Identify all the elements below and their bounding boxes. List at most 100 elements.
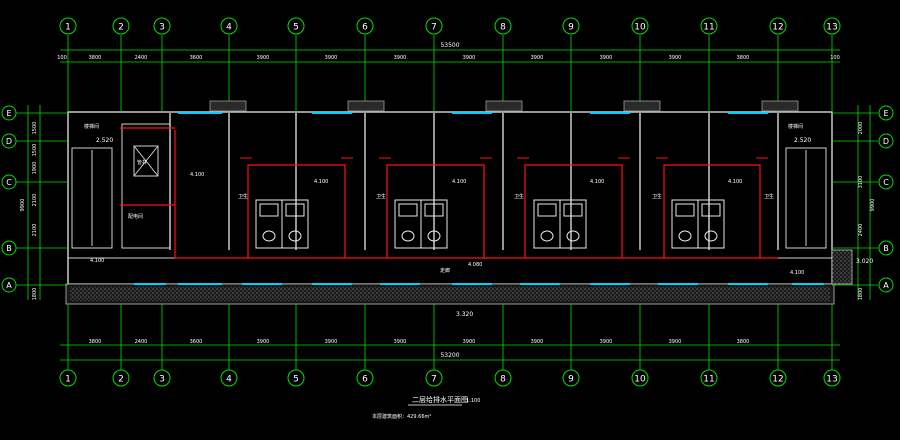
axis-bubble xyxy=(112,369,130,387)
row-bubble xyxy=(878,133,894,149)
axis-label: 6 xyxy=(362,23,368,33)
unit-level: 4.100 xyxy=(590,179,604,185)
unit-level: 4.100 xyxy=(190,172,204,178)
corridor-level: 4.080 xyxy=(468,262,482,268)
dim-text-bottom: 3600 xyxy=(190,339,203,345)
dim-text-top: 3900 xyxy=(257,55,270,61)
unit-level: 4.100 xyxy=(314,179,328,185)
axis-bubble xyxy=(823,369,841,387)
dim-text-right: 2400 xyxy=(858,224,864,237)
axis-label: 6 xyxy=(362,375,368,385)
dim-text-top: 3900 xyxy=(669,55,682,61)
axis-label: 8 xyxy=(500,23,506,33)
toilet xyxy=(566,230,580,242)
row-bubble xyxy=(1,133,17,149)
toilet xyxy=(401,230,415,242)
toilet xyxy=(262,230,276,242)
axis-label: 11 xyxy=(703,375,714,385)
axis-label: 5 xyxy=(293,375,299,385)
row-label: A xyxy=(883,281,889,290)
axis-label: 2 xyxy=(118,375,124,385)
row-label: C xyxy=(883,178,889,187)
dim-text-right: 1800 xyxy=(858,288,864,301)
shaft-label: 管井 xyxy=(137,159,147,166)
wash-basin xyxy=(701,203,721,217)
toilet xyxy=(704,230,718,242)
bath-label: 卫生 xyxy=(652,193,662,200)
equipment-label: 配电间 xyxy=(128,213,143,220)
branch-pipe xyxy=(524,164,623,258)
dim-text-bottom: 3900 xyxy=(325,339,338,345)
bath-label: 卫生 xyxy=(514,193,524,200)
dim-text-top: 3800 xyxy=(89,55,102,61)
row-bubble xyxy=(878,240,894,256)
dim-text-top: 100 xyxy=(57,55,67,61)
row-bubble xyxy=(1,174,17,190)
toilet xyxy=(288,230,302,242)
branch-pipe xyxy=(247,164,346,258)
axis-bubble xyxy=(356,17,374,35)
dim-text-top: 100 xyxy=(830,55,840,61)
axis-bubble xyxy=(59,369,77,387)
axis-label: 8 xyxy=(500,375,506,385)
toilet xyxy=(678,230,692,242)
axis-bubble xyxy=(700,17,718,35)
axis-label: 13 xyxy=(826,375,837,385)
row-label: B xyxy=(883,244,889,253)
axis-bubble xyxy=(562,369,580,387)
branch-pipe xyxy=(663,164,761,258)
unit-level: 4.100 xyxy=(452,179,466,185)
axis-label: 12 xyxy=(772,375,783,385)
row-label: C xyxy=(6,178,12,187)
axis-bubble xyxy=(700,369,718,387)
area-note: 本层建筑面积：429.66m² xyxy=(372,413,431,420)
row-bubble xyxy=(878,105,894,121)
floor-label-bottom: 3.320 xyxy=(456,311,473,318)
row-label: D xyxy=(883,137,889,146)
left-room-level: 4.100 xyxy=(90,258,104,264)
dim-text-top: 3800 xyxy=(737,55,750,61)
wash-basin xyxy=(398,203,418,217)
balcony-grate xyxy=(209,100,247,112)
axis-bubble xyxy=(769,17,787,35)
axis-bubble xyxy=(153,17,171,35)
dim-total-left: 9900 xyxy=(20,199,26,212)
branch-pipe xyxy=(386,164,485,258)
axis-bubble xyxy=(823,17,841,35)
dim-text-left: 1800 xyxy=(32,288,38,301)
axis-label: 4 xyxy=(226,23,232,33)
stair-left-level: 2.520 xyxy=(96,137,113,144)
axis-bubble xyxy=(494,17,512,35)
building-outline xyxy=(65,111,853,305)
dim-text-left: 2100 xyxy=(32,194,38,207)
axis-label: 4 xyxy=(226,375,232,385)
stair-left-name: 楼梯间 xyxy=(84,123,99,130)
row-label: A xyxy=(6,281,12,290)
axis-label: 9 xyxy=(568,375,574,385)
dim-total-right: 9900 xyxy=(870,199,876,212)
bath-label: 卫生 xyxy=(764,193,774,200)
axis-bubble xyxy=(425,369,443,387)
dim-text-bottom: 3900 xyxy=(531,339,544,345)
axis-bubble xyxy=(287,17,305,35)
dim-text-bottom: 3900 xyxy=(669,339,682,345)
axis-bubble xyxy=(631,17,649,35)
dim-text-bottom: 3900 xyxy=(394,339,407,345)
wash-basin xyxy=(285,203,305,217)
axis-label: 9 xyxy=(568,23,574,33)
wash-basin xyxy=(675,203,695,217)
axis-bubble xyxy=(494,369,512,387)
axis-label: 2 xyxy=(118,23,124,33)
dim-text-bottom: 3800 xyxy=(89,339,102,345)
wash-basin xyxy=(563,203,583,217)
stair-right-level: 2.520 xyxy=(794,137,811,144)
dim-text-left: 1500 xyxy=(32,122,38,135)
water-main-pipe xyxy=(174,130,778,259)
axis-label: 10 xyxy=(634,375,646,385)
dim-text-bottom: 3800 xyxy=(737,339,750,345)
dim-text-top: 3900 xyxy=(325,55,338,61)
drawing-title: 二层给排水平面图 xyxy=(412,395,468,404)
dim-text-right: 2000 xyxy=(858,122,864,135)
dim-text-left: 2100 xyxy=(32,224,38,237)
